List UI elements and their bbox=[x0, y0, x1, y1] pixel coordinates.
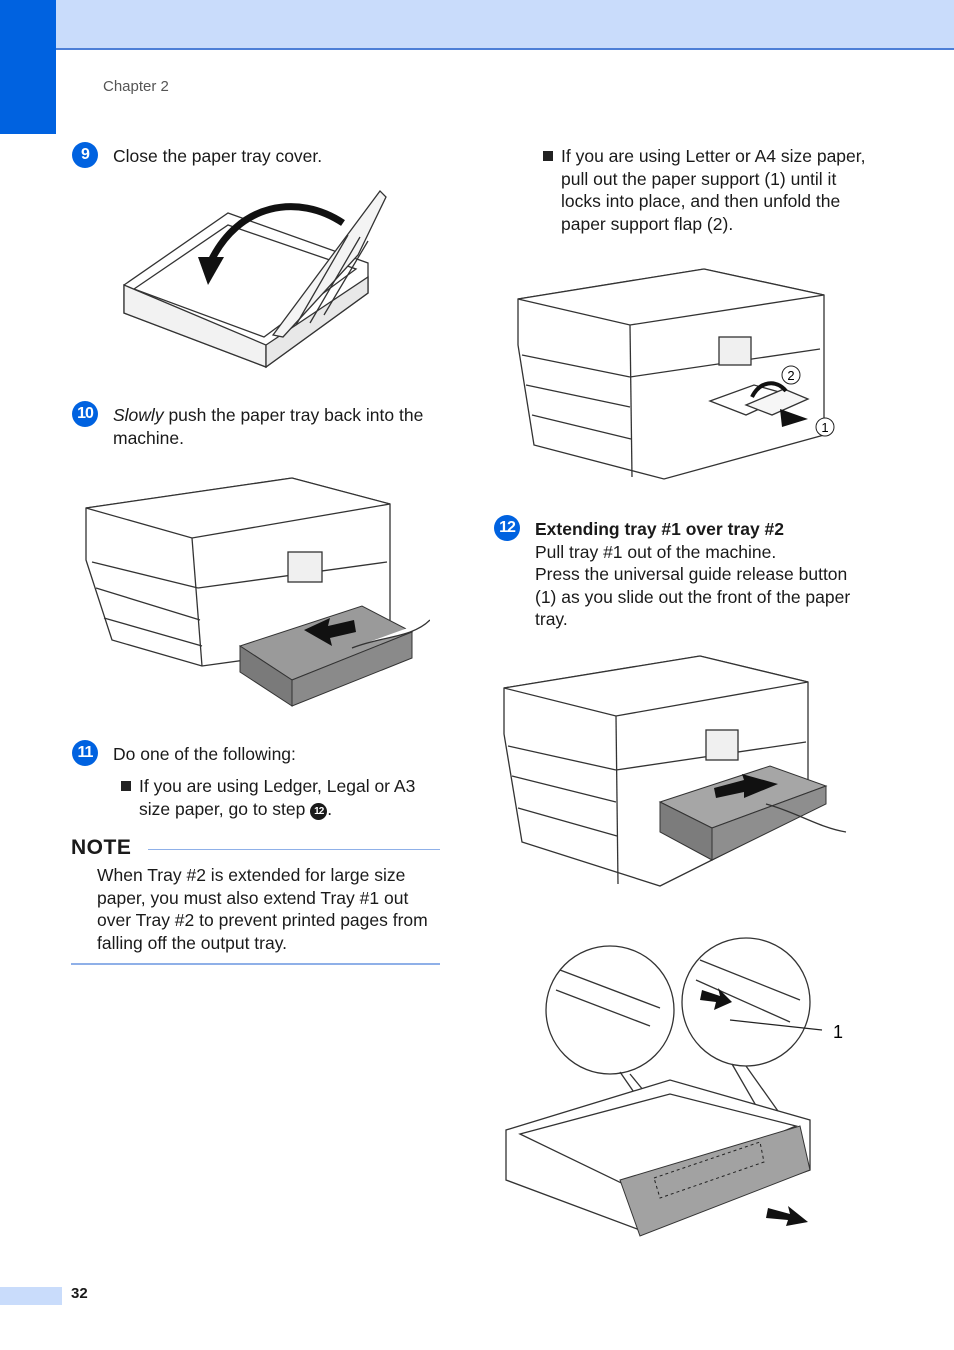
pull-tray-illustration bbox=[503, 655, 847, 887]
note-bottom-rule bbox=[71, 963, 440, 965]
page-number-band bbox=[0, 1287, 62, 1305]
bullet-ledger-text: If you are using Ledger, Legal or A3 siz… bbox=[139, 776, 416, 819]
paper-support-illustration: 2 1 bbox=[517, 268, 835, 480]
step-11-bullet-letter: If you are using Letter or A4 size paper… bbox=[543, 146, 866, 234]
page-number: 32 bbox=[71, 1285, 88, 1302]
universal-guide-release-illustration: 1 bbox=[505, 937, 843, 1237]
step-number-11: 11 bbox=[72, 740, 98, 766]
note-text: When Tray #2 is extended for large size … bbox=[97, 865, 428, 953]
step-10-emphasis: Slowly bbox=[113, 405, 164, 425]
chapter-label: Chapter 2 bbox=[103, 78, 169, 95]
step-9-text: Close the paper tray cover. bbox=[113, 146, 323, 166]
header-band bbox=[0, 0, 954, 50]
step-10-text: Slowly push the paper tray back into the… bbox=[113, 404, 443, 449]
close-tray-cover-illustration bbox=[123, 190, 387, 369]
step-number-9: 9 bbox=[72, 142, 98, 168]
step-number-10: 10 bbox=[72, 401, 98, 427]
step-12-line-1: Pull tray #1 out of the machine. bbox=[535, 542, 777, 562]
chapter-tab bbox=[0, 0, 56, 134]
step-number-12: 12 bbox=[494, 515, 520, 541]
callout-guide-release-button: 1 bbox=[833, 1022, 843, 1042]
bullet-ledger-end: . bbox=[327, 798, 333, 819]
step-10-body: push the paper tray back into the machin… bbox=[113, 405, 424, 448]
step-12-line-2: Press the universal guide release button… bbox=[535, 564, 851, 629]
note-top-rule bbox=[148, 849, 440, 850]
callout-paper-support: 1 bbox=[821, 420, 828, 435]
step-11-bullet-ledger: If you are using Ledger, Legal or A3 siz… bbox=[121, 775, 439, 821]
step-12-title: Extending tray #1 over tray #2 bbox=[535, 519, 784, 539]
callout-paper-support-flap: 2 bbox=[787, 368, 794, 383]
step-11-text: Do one of the following: bbox=[113, 744, 296, 764]
step-reference-12: 12 bbox=[310, 803, 328, 821]
push-tray-illustration bbox=[85, 477, 430, 707]
note-title: NOTE bbox=[71, 836, 132, 859]
